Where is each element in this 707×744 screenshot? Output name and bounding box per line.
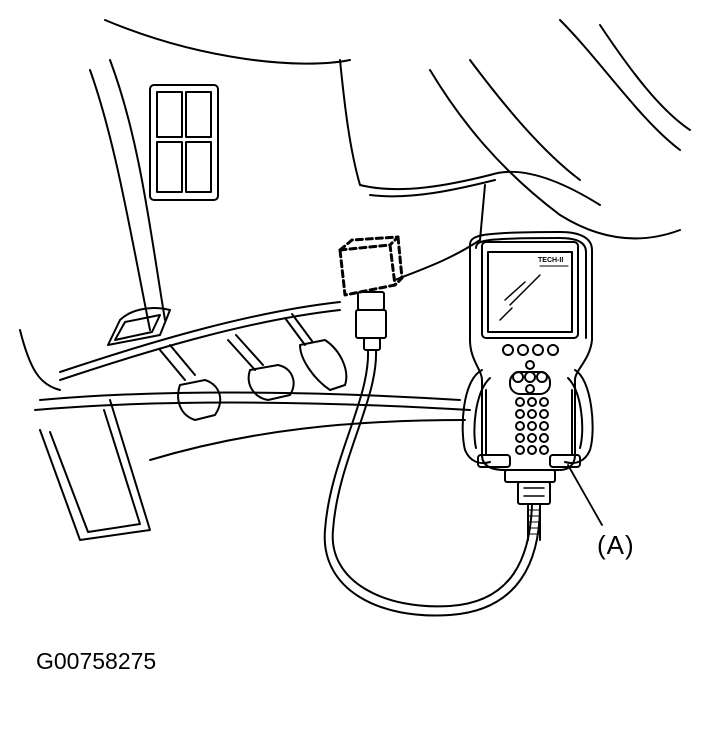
side-grips [461, 369, 594, 468]
handheld-tester: TECH-II [461, 231, 594, 541]
device-screen-text: TECH-II [538, 257, 563, 264]
function-buttons [502, 344, 559, 356]
cable [323, 349, 541, 617]
pedals [159, 313, 348, 421]
figure-id: G00758275 [36, 648, 157, 674]
dashboard-panel [89, 19, 691, 331]
keypad [509, 360, 551, 455]
dlc-connector [338, 235, 404, 297]
air-vent [149, 84, 219, 201]
tester-connector [504, 469, 556, 541]
device-screen: TECH-II [481, 241, 579, 339]
cable-plug [355, 291, 387, 351]
callout-leader-line [567, 464, 603, 526]
lower-dash [19, 301, 471, 541]
callout-label-a: (A) [597, 530, 635, 560]
